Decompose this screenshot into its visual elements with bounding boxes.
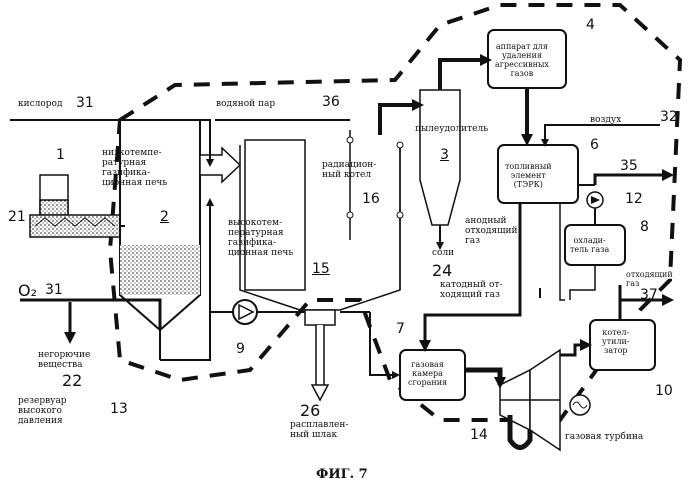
oxygen-top-label: кислород (18, 99, 63, 109)
exhaust-number: 37 (640, 288, 658, 303)
acid-gas-remover-number: 4 (586, 18, 595, 33)
dust-remover-number: 3 (440, 148, 449, 163)
output-35-number: 35 (620, 159, 638, 174)
figure-caption: ФИГ. 7 (316, 467, 368, 482)
gas-cooler-number: 8 (640, 220, 649, 235)
radiation-boiler-label: радиацион- ный котел (322, 160, 376, 180)
pump-number: 12 (625, 192, 643, 207)
air-label: воздух (590, 115, 621, 125)
radiation-boiler (347, 130, 403, 290)
combustor-label: газовая камера сгорания (408, 360, 447, 387)
turbine-number: 14 (470, 428, 488, 443)
steam-number: 36 (322, 95, 340, 110)
oxygen-top-number: 31 (76, 96, 94, 111)
anode-offgas-label: анодный отходящий газ (465, 216, 517, 246)
radiation-boiler-number: 16 (362, 192, 380, 207)
salts-number: 24 (432, 262, 452, 279)
high-temp-furnace-label: высокотем- пературная газифика- ционная … (228, 218, 293, 258)
gas-turbine-label: газовая турбина (565, 432, 643, 442)
hopper-number-21: 21 (8, 210, 26, 225)
combustor-number: 7 (396, 322, 405, 337)
compressor-number: 9 (236, 342, 245, 357)
fuel-cell-number: 6 (590, 138, 599, 153)
waste-heat-boiler-label: котел- утили- затор (602, 328, 630, 355)
noncombustibles-number: 22 (62, 372, 82, 389)
salts-label: соли (432, 248, 454, 258)
low-temp-furnace-number: 2 (160, 210, 169, 225)
fuel-cell-label: топливный элемент (ТЭРК) (505, 162, 552, 189)
transfer-arrow (200, 148, 240, 182)
gas-cooler-label: охлади- тель газа (570, 236, 609, 254)
steam-label: водяной пар (216, 99, 275, 109)
noncombustibles-label: негорючие вещества (38, 350, 90, 370)
slag-number: 26 (300, 402, 320, 419)
waste-heat-boiler-number: 10 (655, 384, 673, 399)
low-temp-furnace-label: низкотемпе- ратурная газифика- ционная п… (102, 148, 167, 188)
reservoir-label: резервуар высокого давления (18, 396, 67, 426)
hopper-number: 1 (56, 148, 65, 163)
dust-remover-label: пылеудолитель (415, 124, 488, 134)
acid-gas-remover-label: аппарат для удаления агрессивных газов (495, 42, 549, 78)
o2-label: O₂ (18, 282, 37, 299)
o2-number: 31 (45, 283, 63, 298)
molten-slag-label: расплавлен- ный шлак (290, 420, 348, 440)
cathode-offgas-label: катодный от- ходящий газ (440, 280, 502, 300)
exhaust-gas-label: отходящий газ (626, 270, 673, 288)
reservoir-number: 13 (110, 402, 128, 417)
air-number: 32 (660, 110, 678, 125)
high-temp-furnace-number: 15 (312, 262, 330, 277)
